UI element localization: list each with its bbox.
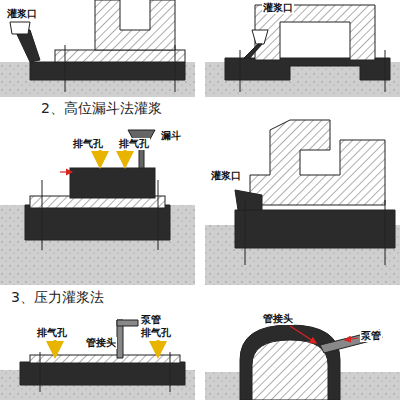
section-heading: 2、高位漏斗法灌浆 [40, 100, 163, 116]
part-label: 灌浆口 [6, 8, 38, 20]
part-label: 漏斗 [160, 130, 182, 142]
part-label: 排气孔 [72, 138, 104, 150]
part-label: 管接头 [85, 337, 117, 349]
part-label: 排气孔 [118, 138, 150, 150]
part-label: 排气孔 [36, 327, 68, 339]
part-label: 泵管 [140, 314, 162, 326]
part-label: 灌浆口 [210, 170, 242, 182]
part-label: 管接头 [262, 313, 294, 325]
section-heading: 3、压力灌浆法 [10, 289, 105, 305]
part-label: 灌浆口 [262, 2, 294, 14]
part-label: 泵管 [360, 330, 382, 342]
part-label: 排气孔 [140, 327, 172, 339]
